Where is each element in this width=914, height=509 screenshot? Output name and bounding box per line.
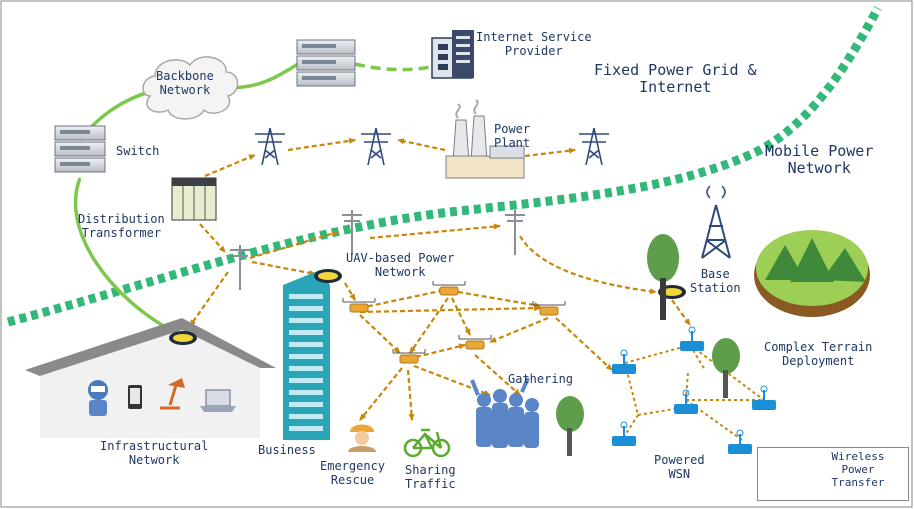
- sensor-node-icon: [612, 421, 636, 446]
- label-fixed-grid: Fixed Power Grid & Internet: [594, 61, 757, 97]
- base-station-tower-icon: [701, 185, 731, 259]
- utility-pole-icon: [230, 245, 250, 290]
- label-backbone: Backbone Network: [156, 69, 214, 97]
- label-mobile-power: Mobile Power Network: [765, 142, 874, 178]
- label-switch: Switch: [116, 144, 160, 158]
- wired-network-lines: [73, 62, 436, 337]
- transmitter-pad-icon: [169, 331, 197, 345]
- transmitter-pad-icon: [314, 269, 342, 283]
- backbone-cloud-icon: [142, 56, 239, 120]
- house-icon: [25, 318, 276, 438]
- distribution-transformer-icon: [171, 177, 217, 221]
- drone-icon: [392, 349, 426, 364]
- crowd-icon: [470, 377, 539, 448]
- sensor-node-icon: [728, 429, 752, 454]
- label-emergency: Emergency Rescue: [320, 459, 386, 487]
- laptop-icon: [200, 389, 236, 412]
- wsn-links: [621, 344, 765, 441]
- drone-icon: [432, 281, 466, 296]
- utility-pole-icon: [505, 210, 525, 255]
- label-infrastructural: Infrastructural Network: [100, 439, 209, 467]
- label-power-plant: Power Plant: [494, 122, 531, 150]
- phone-icon: [128, 385, 142, 409]
- switch-server-icon: [54, 125, 106, 173]
- core-server-icon: [296, 39, 356, 87]
- sensor-node-icon: [680, 326, 704, 351]
- drone-icon: [532, 301, 566, 316]
- drone-icon: [458, 335, 492, 350]
- lamp-icon: [160, 378, 185, 410]
- utility-pole-icon: [342, 210, 362, 255]
- transmission-tower-icon: [361, 127, 391, 166]
- label-complex-terrain: Complex Terrain Deployment: [764, 340, 873, 368]
- transmission-tower-icon: [579, 127, 609, 166]
- sensor-node-icon: [674, 389, 698, 414]
- label-isp: Internet Service Provider: [476, 30, 592, 58]
- business-building-icon: [283, 270, 330, 440]
- label-uav: UAV-based Power Network: [346, 251, 455, 279]
- power-plant-icon: [445, 99, 525, 179]
- isp-building-icon: [431, 30, 474, 79]
- terrain-island-icon: [754, 230, 870, 317]
- bicycle-icon: [403, 428, 451, 458]
- label-base-station: Base Station: [690, 267, 741, 295]
- robot-icon: [88, 380, 108, 416]
- tree-icon: [556, 396, 584, 456]
- legend: Wireless Power Transfer: [757, 447, 909, 501]
- sensor-node-icon: [752, 385, 776, 410]
- label-sharing: Sharing Traffic: [405, 463, 456, 491]
- mobile-network-boundary: [6, 5, 882, 327]
- label-business: Business: [258, 443, 316, 457]
- label-gathering: Gathering: [508, 372, 574, 386]
- rescue-worker-icon: [348, 424, 376, 452]
- label-powered-wsn: Powered WSN: [654, 453, 705, 481]
- tree-icon: [712, 338, 740, 398]
- transmission-tower-icon: [255, 127, 285, 166]
- sensor-node-icon: [612, 349, 636, 374]
- label-distribution: Distribution Transformer: [78, 212, 165, 240]
- drone-icon: [342, 298, 376, 313]
- tree-icon: [647, 234, 679, 320]
- legend-label: Wireless Power Transfer: [831, 450, 885, 490]
